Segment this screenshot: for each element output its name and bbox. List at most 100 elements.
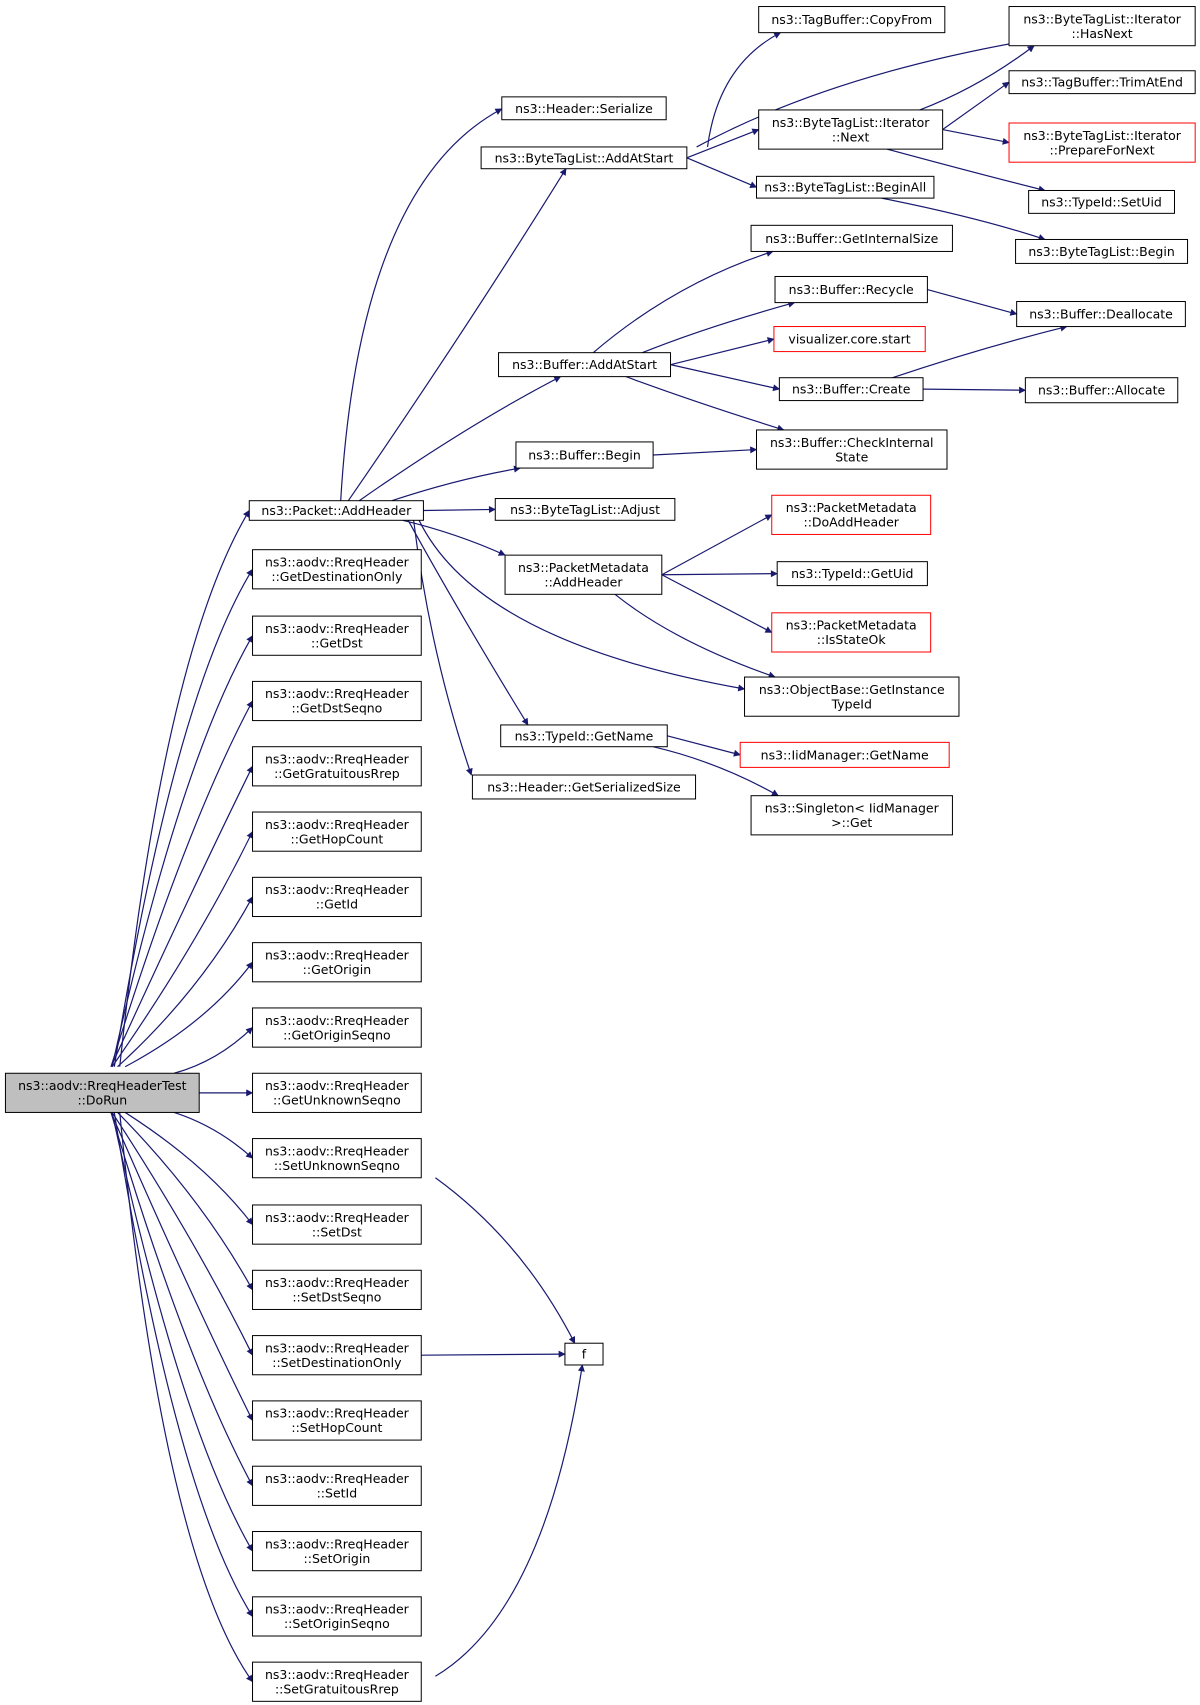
node-label-line: ::GetDst	[311, 635, 363, 650]
node-label-line: ::Next	[832, 129, 870, 144]
node-hdr_getsersize[interactable]: ns3::Header::GetSerializedSize	[471, 774, 697, 800]
node-btli_next[interactable]: ns3::ByteTagList::Iterator::Next	[758, 109, 944, 150]
node-dorun[interactable]: ns3::aodv::RreqHeaderTest::DoRun	[4, 1072, 200, 1113]
node-setdst[interactable]: ns3::aodv::RreqHeader::SetDst	[252, 1204, 422, 1245]
node-getid[interactable]: ns3::aodv::RreqHeader::GetId	[252, 876, 422, 918]
edge-addheader-to-buf_begin	[391, 465, 521, 502]
node-sethopcount[interactable]: ns3::aodv::RreqHeader::SetHopCount	[252, 1400, 422, 1441]
node-label-line: ::GetUnknownSeqno	[273, 1093, 401, 1108]
node-setgratuitous[interactable]: ns3::aodv::RreqHeader::SetGratuitousRrep	[252, 1661, 422, 1702]
node-label-line: ns3::IidManager::GetName	[761, 747, 929, 762]
node-box	[1008, 6, 1196, 47]
node-typeid_getname[interactable]: ns3::TypeId::GetName	[500, 724, 668, 748]
node-label-line: ns3::Buffer::CheckInternal	[770, 435, 934, 450]
node-buf_recycle[interactable]: ns3::Buffer::Recycle	[774, 275, 928, 304]
node-btl_adjust[interactable]: ns3::ByteTagList::Adjust	[494, 498, 676, 521]
edge-btl_beginall-to-btl_begin	[881, 197, 1046, 241]
node-label-line: ns3::ByteTagList::Iterator	[772, 115, 930, 130]
node-setorigin[interactable]: ns3::aodv::RreqHeader::SetOrigin	[252, 1531, 422, 1572]
node-label-line: ns3::Buffer::Create	[792, 382, 911, 397]
node-tagbuf_trimatend[interactable]: ns3::TagBuffer::TrimAtEnd	[1008, 70, 1196, 95]
node-label-line: ::SetDst	[312, 1224, 362, 1239]
node-pm_addheader[interactable]: ns3::PacketMetadata::AddHeader	[504, 554, 663, 595]
node-label-line: ::DoRun	[77, 1093, 127, 1108]
node-label-line: ::SetDstSeqno	[292, 1290, 381, 1305]
node-setid[interactable]: ns3::aodv::RreqHeader::SetId	[252, 1465, 422, 1506]
node-viz_start[interactable]: visualizer.core.start	[773, 326, 926, 353]
node-label-line: ns3::Buffer::AddAtStart	[512, 357, 657, 372]
node-box	[776, 561, 928, 587]
node-box	[252, 615, 422, 656]
node-box	[750, 224, 953, 252]
node-label-line: ns3::aodv::RreqHeader	[265, 1143, 410, 1158]
node-buf_begin[interactable]: ns3::Buffer::Begin	[515, 441, 654, 469]
node-btl_begin[interactable]: ns3::ByteTagList::Begin	[1015, 238, 1189, 264]
node-getunknown[interactable]: ns3::aodv::RreqHeader::GetUnknownSeqno	[252, 1072, 422, 1113]
node-label-line: ns3::ObjectBase::GetInstance	[759, 682, 945, 697]
node-setdestonly[interactable]: ns3::aodv::RreqHeader::SetDestinationOnl…	[252, 1335, 422, 1376]
node-box	[248, 500, 424, 521]
node-box	[252, 1465, 422, 1506]
node-buf_getinternalsize[interactable]: ns3::Buffer::GetInternalSize	[750, 224, 953, 252]
node-gethopcount[interactable]: ns3::aodv::RreqHeader::GetHopCount	[252, 811, 422, 852]
node-label-line: >::Get	[831, 815, 872, 830]
node-getdstseqno[interactable]: ns3::aodv::RreqHeader::GetDstSeqno	[252, 680, 422, 722]
node-label-line: ::SetDestinationOnly	[272, 1355, 402, 1370]
node-typeid_setuid[interactable]: ns3::TypeId::SetUid	[1028, 189, 1175, 214]
node-box	[252, 1007, 422, 1048]
node-setunknown[interactable]: ns3::aodv::RreqHeader::SetUnknownSeqno	[252, 1138, 422, 1179]
node-setoriginseqno[interactable]: ns3::aodv::RreqHeader::SetOriginSeqno	[252, 1596, 422, 1637]
node-tagbuf_copyfrom[interactable]: ns3::TagBuffer::CopyFrom	[758, 6, 946, 34]
node-getgratuitous[interactable]: ns3::aodv::RreqHeader::GetGratuitousRrep	[252, 746, 422, 787]
node-box	[739, 741, 950, 768]
node-singleton_get[interactable]: ns3::Singleton< IidManager >::Get	[750, 795, 953, 836]
node-getorigin[interactable]: ns3::aodv::RreqHeader::GetOrigin	[252, 942, 422, 983]
node-btl_beginall[interactable]: ns3::ByteTagList::BeginAll	[756, 175, 935, 199]
node-addheader[interactable]: ns3::Packet::AddHeader	[248, 500, 424, 521]
node-label-line: ns3::aodv::RreqHeader	[265, 686, 410, 701]
node-iid_getname[interactable]: ns3::IidManager::GetName	[739, 741, 950, 768]
edge-btl_addatstart-to-btli_hasnext	[696, 39, 1024, 148]
node-buf_addatstart[interactable]: ns3::Buffer::AddAtStart	[498, 352, 672, 378]
node-setdstseqno[interactable]: ns3::aodv::RreqHeader::SetDstSeqno	[252, 1269, 422, 1310]
node-label-line: State	[835, 449, 868, 464]
node-typeid_getuid[interactable]: ns3::TypeId::GetUid	[776, 561, 928, 587]
edge-dorun-to-setid	[110, 1112, 254, 1487]
node-box	[252, 746, 422, 787]
node-box	[252, 1596, 422, 1637]
node-box	[773, 326, 926, 353]
node-buf_create[interactable]: ns3::Buffer::Create	[778, 377, 924, 402]
node-label-line: ns3::aodv::RreqHeader	[265, 882, 410, 897]
node-buf_allocate[interactable]: ns3::Buffer::Allocate	[1024, 377, 1179, 404]
edge-btli_next-to-tagbuf_trimatend	[942, 81, 1010, 131]
node-getdestonly[interactable]: ns3::aodv::RreqHeader::GetDestinationOnl…	[252, 549, 422, 590]
node-box	[252, 1072, 422, 1113]
node-box	[252, 1335, 422, 1376]
node-getdst[interactable]: ns3::aodv::RreqHeader::GetDst	[252, 615, 422, 656]
node-pm_doaddheader[interactable]: ns3::PacketMetadata::DoAddHeader	[771, 494, 932, 535]
edge-btl_addatstart-to-btl_beginall	[686, 157, 758, 188]
edge-dorun-to-getdestonly	[113, 568, 254, 1067]
node-label-line: ns3::PacketMetadata	[786, 500, 917, 515]
edge-buf_addatstart-to-buf_recycle	[641, 300, 796, 354]
node-label-line: ns3::aodv::RreqHeader	[265, 1602, 410, 1617]
node-f[interactable]: f	[564, 1342, 604, 1366]
node-box	[501, 96, 667, 121]
node-box	[756, 175, 935, 199]
node-btli_hasnext[interactable]: ns3::ByteTagList::Iterator::HasNext	[1008, 6, 1196, 47]
node-label-line: ns3::aodv::RreqHeader	[265, 752, 410, 767]
node-getoriginseqno[interactable]: ns3::aodv::RreqHeader::GetOriginSeqno	[252, 1007, 422, 1048]
node-btli_prepare[interactable]: ns3::ByteTagList::Iterator::PrepareForNe…	[1008, 122, 1196, 163]
node-label-line: ::HasNext	[1072, 26, 1133, 41]
node-hdrserialize[interactable]: ns3::Header::Serialize	[501, 96, 667, 121]
edge-buf_create-to-buf_allocate	[923, 386, 1027, 394]
edge-btli_next-to-typeid_setuid	[886, 148, 1046, 193]
node-buf_deallocate[interactable]: ns3::Buffer::Deallocate	[1016, 301, 1186, 328]
edge-buf_addatstart-to-buf_create	[670, 364, 781, 392]
node-pm_isstateok[interactable]: ns3::PacketMetadata::IsStateOk	[771, 612, 932, 653]
node-btl_addatstart[interactable]: ns3::ByteTagList::AddAtStart	[480, 146, 688, 170]
node-box	[252, 1400, 422, 1441]
node-label-line: ns3::TypeId::GetName	[515, 728, 654, 743]
